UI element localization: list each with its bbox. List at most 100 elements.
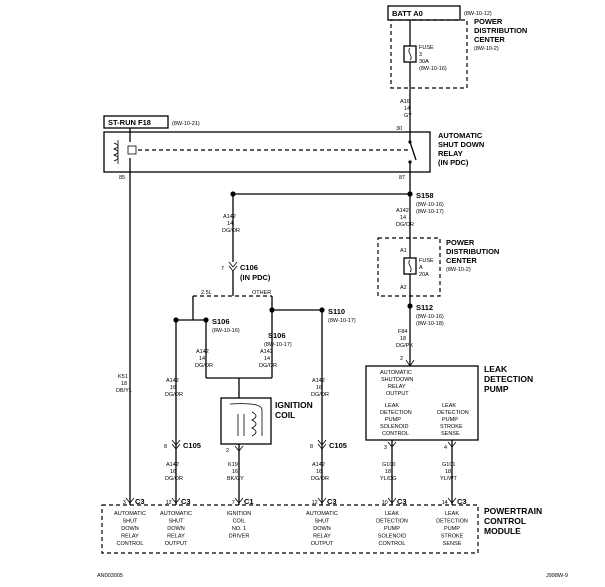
label-text: (8W-10-16) — [212, 328, 240, 334]
pcm-pin-connector-icon — [234, 497, 244, 504]
label-text: A16 — [400, 99, 410, 105]
label-text: A142 — [196, 349, 209, 355]
pcm-pin-description: SHUT — [123, 519, 139, 525]
splice-s112: S112 (8W-10-16) (8W-10-18) — [407, 303, 444, 327]
asd-relay: 30 85 87 AUTOMATIC SHUT DOWN RELAY (IN P… — [103, 118, 484, 181]
pdc-mid-pin-a2: A2 — [400, 285, 407, 291]
s158-label: S158 — [416, 191, 434, 200]
c105-right-icon — [317, 439, 327, 450]
label-text: A142 — [312, 462, 325, 468]
pdc-mid: A1 A2 FUSE A 20A POWER DISTRIBUTION CENT… — [377, 237, 499, 318]
label-text: DB/YL — [116, 388, 132, 394]
pcm-pin-connector-icon — [317, 497, 327, 504]
label-text: 3 — [384, 445, 387, 451]
wire-k51: K51 18 DB/YL — [116, 180, 132, 505]
pcm-pin-connector-icon — [447, 497, 457, 504]
strun-label: ST-RUN F18 — [108, 118, 151, 127]
label-text: (8W-10-18) — [416, 321, 444, 327]
ignition-coil: IGNITION COIL 2 K19 16 BK/GY — [206, 377, 313, 505]
relay-pin-85: 85 — [119, 175, 125, 181]
pdc-mid-outline — [377, 237, 441, 297]
label-text: G101 — [442, 462, 455, 468]
label-text: DG/OR — [165, 392, 183, 398]
pcm-pin-description: IGNITION — [227, 511, 251, 517]
label-text: FUSE — [419, 258, 434, 264]
label-text: 14 — [264, 356, 270, 362]
label-text: 18 — [445, 469, 451, 475]
asd-relay-box — [103, 131, 431, 173]
label-text: SENSE — [441, 431, 460, 437]
label-text: DG/OR — [396, 222, 414, 228]
strun-ref: (8W-10-21) — [172, 121, 200, 127]
label-text: (8W-10-17) — [264, 342, 292, 348]
pcm-pin-number: 3 — [123, 500, 126, 506]
label-text: 14 — [400, 215, 406, 221]
pcm-pin-description: CONTROL — [379, 541, 406, 547]
label-text: (8W-10-16) — [416, 202, 444, 208]
label-text: A142 — [260, 349, 273, 355]
relay-pin-87: 87 — [399, 175, 405, 181]
label-text: LEAK — [442, 403, 456, 409]
label-text: 7 — [221, 266, 224, 272]
pcm-pin-connector-icon — [387, 497, 397, 504]
fuse3-line3: 30A — [419, 59, 429, 65]
wire-a142-top: A142 14 DG/OR — [222, 194, 240, 262]
label-text: 16 — [170, 385, 176, 391]
pcm-pin-description: RELAY — [167, 534, 185, 540]
pcm-pin-description: SHUT — [315, 519, 331, 525]
asd-title1: AUTOMATIC — [438, 131, 483, 140]
splice-s106-left: S106 (8W-10-16) A142 14 DG/OR — [173, 310, 240, 378]
ldp-box — [365, 365, 479, 441]
coil-title2: COIL — [275, 410, 295, 420]
pcm-pin-number: 10 — [382, 500, 388, 506]
pcm-pin-number: 12 — [312, 500, 318, 506]
label-text: (8W-10-17) — [416, 209, 444, 215]
label-text: 14 — [404, 106, 410, 112]
pcm-pin-connector: C3 — [457, 497, 467, 506]
connector-c105-left: 8 C105 A142 16 DG/OR — [164, 439, 201, 482]
pdc-top-ref: (8W-10-2) — [474, 46, 499, 52]
wire-f84: F84 18 DG/PK — [396, 318, 413, 366]
pdc-mid-pin-a1: A1 — [400, 248, 407, 254]
label-text: DETECTION — [380, 410, 412, 416]
label-text: 18 — [400, 336, 406, 342]
fuse3-line2: 3 — [419, 52, 422, 58]
ldp-title2: DETECTION — [484, 374, 533, 384]
asd-title3: RELAY — [438, 149, 463, 158]
pcm-pin-description: COIL — [233, 519, 246, 525]
pdc-top-title2: DISTRIBUTION — [474, 26, 527, 35]
batt-ref: (8W-10-12) — [464, 11, 492, 17]
label-text: 8 — [164, 444, 167, 450]
label-text: 4 — [444, 445, 447, 451]
label-text: G100 — [382, 462, 395, 468]
relay-pin-30: 30 — [396, 126, 402, 132]
c105-left-icon — [171, 439, 181, 450]
pcm-pin-description: AUTOMATIC — [306, 511, 338, 517]
pcm-pin-description: LEAK — [445, 511, 459, 517]
label-text: DG/PK — [396, 343, 413, 349]
pcm-pin-number: 7 — [232, 500, 235, 506]
pcm-pin-description: AUTOMATIC — [160, 511, 192, 517]
pdc-top-title3: CENTER — [474, 35, 505, 44]
label-text: BK/GY — [227, 476, 244, 482]
branch-right: OTHER — [252, 290, 271, 296]
pcm-title1: POWERTRAIN — [484, 506, 542, 516]
label-text: 8 — [310, 444, 313, 450]
label-text: 16 — [316, 385, 322, 391]
fuse3-line1: FUSE — [419, 45, 434, 51]
label-text: STROKE — [440, 424, 463, 430]
pcm-pin-description: SHUT — [169, 519, 185, 525]
pcm-pin-description: PUMP — [384, 526, 400, 532]
splice-s106-right: S106 (8W-10-17) A142 14 DG/OR — [259, 307, 325, 378]
s106a-label: S106 — [212, 317, 230, 326]
ignition-coil-box — [220, 397, 272, 445]
ldp-title3: PUMP — [484, 384, 509, 394]
wire-a16-label: A16 14 GY — [400, 99, 412, 119]
pcm-pin-connector-icon — [125, 497, 135, 504]
pdc-top-outline — [390, 19, 468, 89]
c106-sub: (IN PDC) — [240, 273, 271, 282]
pcm-pin-description: SOLENOID — [378, 534, 406, 540]
label-text: YL/DG — [380, 476, 397, 482]
